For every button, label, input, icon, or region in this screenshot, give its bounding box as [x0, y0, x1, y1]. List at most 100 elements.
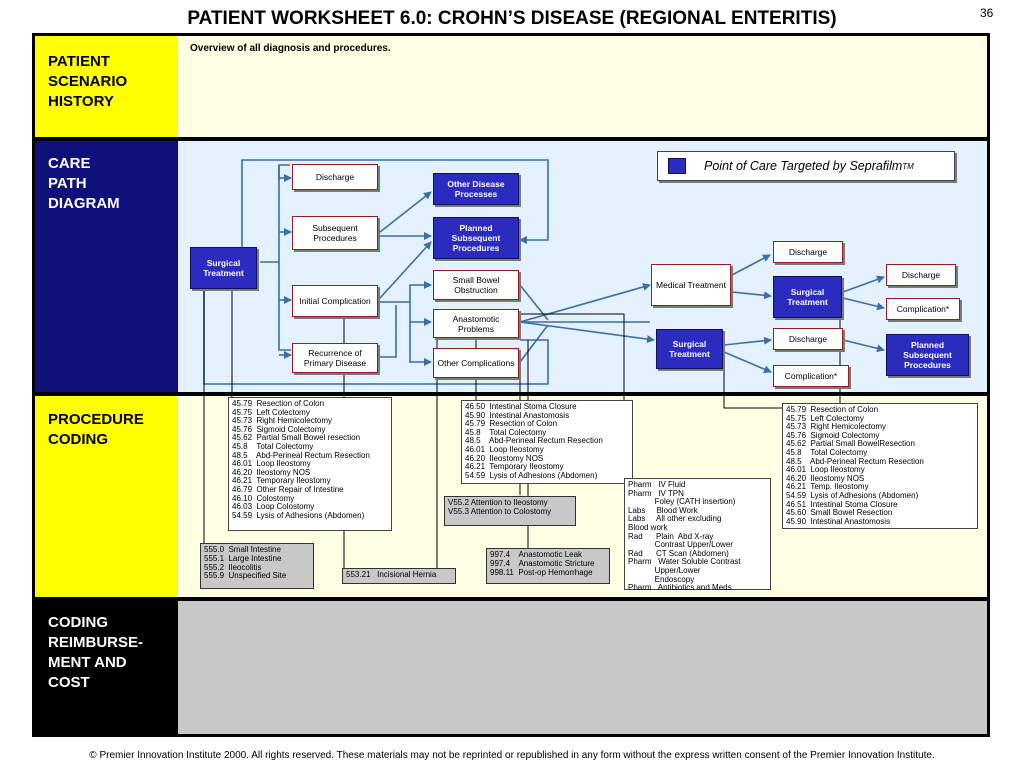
code-line: Contrast Upper/Lower	[628, 540, 733, 550]
care-path-label: CARE PATH DIAGRAM	[48, 154, 120, 214]
reimbursement-label: CODING REIMBURSE- MENT AND COST	[48, 613, 143, 693]
code-line: 45.73 Right Hemicolectomy	[232, 416, 333, 426]
anastomotic-problems-node: Anastomotic Problems	[433, 309, 519, 338]
hernia-code: 553.21 Incisional Hernia	[342, 568, 456, 584]
code-line: 45.8 Total Colectomy	[786, 447, 868, 457]
legend-swatch	[668, 158, 686, 174]
complication-node-1: Complication*	[886, 298, 960, 320]
code-line: V55.2 Attention to Ileostomy	[448, 498, 548, 507]
surgical-treatment-node-3: Surgical Treatment	[656, 329, 723, 369]
scenario-label-panel	[35, 36, 178, 137]
procedure-label-panel	[35, 396, 178, 597]
copyright-footer: © Premier Innovation Institute 2000. All…	[89, 750, 935, 761]
code-line: 555.0 Small Intestine	[204, 545, 281, 554]
code-line: 48.5 Abd-Perineal Rectum Resection	[465, 436, 603, 446]
code-line: Pharm Antibiotics and Meds	[628, 583, 732, 593]
code-line: 46.10 Colostomy	[232, 493, 295, 503]
discharge-node-2: Discharge	[773, 241, 843, 263]
code-line: 46.01 Loop Ileostomy	[465, 444, 544, 454]
subsequent-procedures-node: Subsequent Procedures	[292, 216, 378, 250]
patient-scenario-label: PATIENT SCENARIO HISTORY	[48, 52, 127, 112]
legend-text: Point of Care Targeted by Seprafilm	[704, 159, 903, 173]
scenario-panel	[178, 36, 987, 137]
code-line: Pharm IV Fluid	[628, 480, 686, 489]
legend-tm: TM	[902, 161, 914, 171]
code-line: Rad Plain Abd X-ray	[628, 531, 714, 541]
code-line: 555.1 Large Intestine	[204, 553, 282, 563]
label-line: REIMBURSE-	[48, 634, 144, 651]
code-line: 46.50 Intestinal Stoma Closure	[465, 402, 577, 411]
code-line: Labs Blood Work	[628, 505, 698, 515]
other-complications-node: Other Complications	[433, 348, 519, 378]
initial-complication-node: Initial Complication	[292, 285, 378, 317]
code-line: 46.01 Loop Ileostomy	[786, 465, 865, 475]
procedure-codes-list-2: 46.50 Intestinal Stoma Closure 45.90 Int…	[461, 400, 633, 484]
code-line: 45.76 Sigmoid Colectomy	[786, 430, 880, 440]
discharge-node-1: Discharge	[292, 164, 378, 190]
code-line: 45.60 Small Bowel Resection	[786, 508, 893, 518]
code-line: 45.76 Sigmoid Colectomy	[232, 424, 326, 434]
label-line: PROCEDURE	[48, 411, 144, 428]
code-line: 997.4 Anastomotic Stricture	[490, 558, 595, 568]
complication-node-2: Complication*	[773, 365, 849, 387]
diagnosis-codes: 555.0 Small Intestine 555.1 Large Intest…	[200, 543, 314, 589]
arrows	[203, 159, 885, 385]
code-line: Foley (CATH insertion)	[628, 497, 736, 507]
code-line: Rad CT Scan (Abdomen)	[628, 548, 729, 558]
recurrence-node: Recurrence of Primary Disease	[292, 343, 378, 373]
code-line: 45.75 Left Colectomy	[232, 407, 310, 417]
code-line: 46.21 Temporary Ileostomy	[232, 476, 331, 486]
code-line: 553.21 Incisional Hernia	[346, 570, 437, 579]
care-path-label-panel	[35, 141, 178, 392]
code-line: 45.62 Partial Small BowelResection	[786, 439, 915, 449]
code-line: Upper/Lower	[628, 565, 701, 575]
code-line: 45.79 Resection of Colon	[465, 419, 558, 429]
code-line: 555.2 Ileocolitis	[204, 562, 262, 572]
code-line: 997.4 Anastomotic Leak	[490, 550, 583, 559]
surgical-codes-list-3: 45.79 Resection of Colon 45.75 Left Cole…	[782, 403, 978, 529]
code-line: Pharm IV TPN	[628, 488, 684, 498]
procedure-coding-label: PROCEDURE CODING	[48, 410, 144, 450]
code-line: 46.20 Ileostomy NOS	[465, 453, 544, 463]
label-line: PATIENT	[48, 53, 110, 70]
scenario-text: Overview of all diagnosis and procedures…	[190, 43, 391, 54]
code-line: 48.5 Abd-Perineal Rectum Resection	[786, 456, 924, 466]
discharge-node-3: Discharge	[773, 328, 843, 350]
code-line: 45.8 Total Colectomy	[465, 427, 547, 437]
code-line: 45.79 Resection of Colon	[232, 399, 325, 408]
code-line: Blood work	[628, 522, 668, 532]
code-line: 46.79 Other Repair of Intestine	[232, 484, 344, 494]
code-line: 45.8 Total Colectomy	[232, 441, 314, 451]
page-title: PATIENT WORKSHEET 6.0: CROHN’S DISEASE (…	[187, 8, 837, 29]
page-number: 36	[980, 6, 994, 20]
other-disease-node: Other Disease Processes	[433, 173, 519, 205]
reimbursement-label-panel	[35, 601, 178, 734]
code-line: 46.51 Intestinal Stoma Closure	[786, 499, 898, 509]
planned-subsequent-node-2: Planned Subsequent Procedures	[886, 334, 969, 376]
medical-treatment-node: Medical Treatment	[651, 264, 731, 306]
anastomotic-codes: 997.4 Anastomotic Leak 997.4 Anastomotic…	[486, 548, 610, 584]
medical-treatment-codes: Pharm IV Fluid Pharm IV TPN Foley (CATH …	[624, 478, 771, 593]
label-line: COST	[48, 674, 90, 691]
planned-subsequent-node-1: Planned Subsequent Procedures	[433, 217, 519, 259]
label-line: CARE	[48, 155, 91, 172]
code-line: 48.5 Abd-Perineal Rectum Resection	[232, 450, 370, 460]
surgical-treatment-node-1: Surgical Treatment	[190, 247, 257, 289]
code-line: 46.03 Loop Colostomy	[232, 502, 315, 512]
code-line: V55.3 Attention to Colostomy	[448, 506, 552, 516]
small-bowel-obstruction-node: Small Bowel Obstruction	[433, 270, 519, 300]
label-line: DIAGRAM	[48, 195, 120, 212]
code-line: 46.20 Ileostomy NOS	[232, 467, 311, 477]
code-line: 45.90 Intestinal Anastomosis	[786, 516, 891, 526]
code-line: 998.11 Post-op Hemorrhage	[490, 567, 593, 577]
code-line: 45.79 Resection of Colon	[786, 405, 879, 414]
code-line: 45.90 Intestinal Anastomosis	[465, 410, 570, 420]
code-line: 54.59 Lysis of Adhesions (Abdomen)	[465, 470, 598, 480]
code-line: Labs All other excluding	[628, 514, 722, 524]
label-line: MENT AND	[48, 654, 127, 671]
code-line: 45.62 Partial Small Bowel resection	[232, 433, 361, 443]
attention-codes: V55.2 Attention to Ileostomy V55.3 Atten…	[444, 496, 576, 526]
label-line: CODING	[48, 431, 108, 448]
code-line: 54.59 Lysis of Adhesions (Abdomen)	[786, 490, 919, 500]
